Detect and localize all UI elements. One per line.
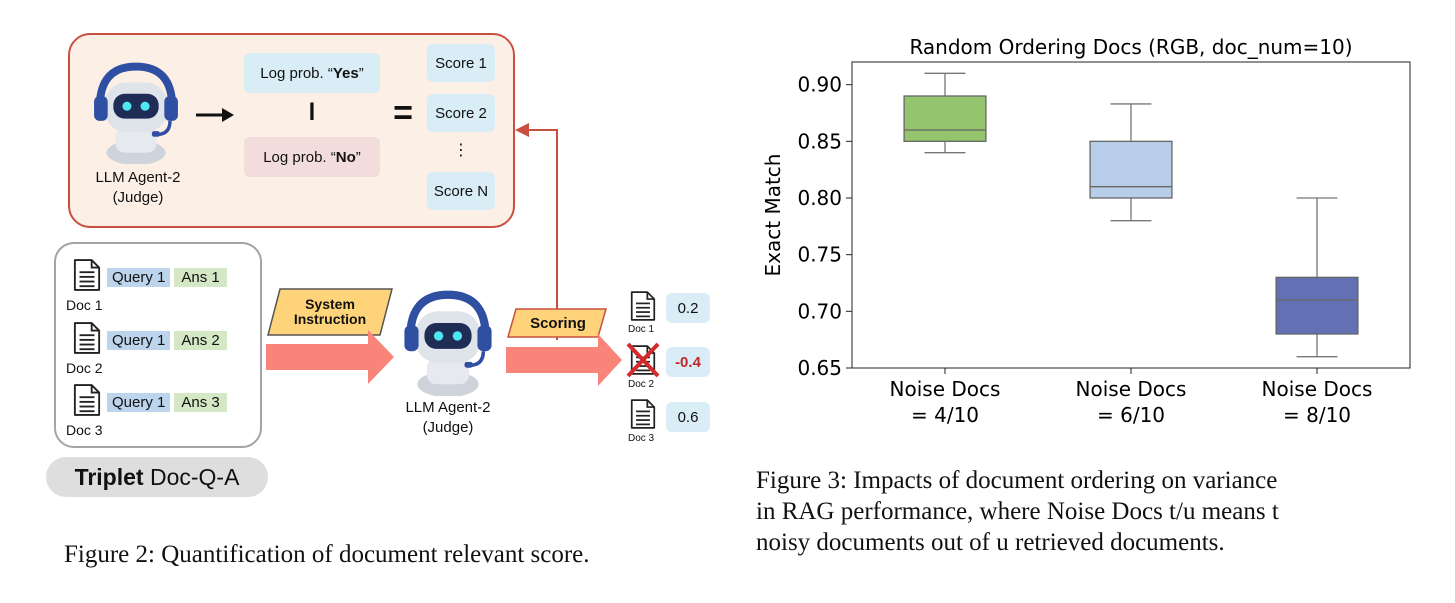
scoring-label: Scoring [530,314,586,332]
triplet-doc-label: Doc 1 [66,297,103,313]
score-2: Score 2 [427,94,495,132]
agent-label-middle: LLM Agent-2 (Judge) [386,398,510,438]
log-yes-suffix: ” [358,64,364,82]
document-icon [73,257,101,293]
triplet-doc-label: Doc 3 [66,422,103,438]
chart-title: Random Ordering Docs (RGB, doc_num=10) [909,35,1352,59]
document-icon [73,382,101,418]
log-yes-prefix: Log prob. “ [260,64,333,82]
x-tick-label-line: = 8/10 [1283,403,1351,427]
output-doc-label: Doc 3 [628,433,655,444]
y-axis-label: Exact Match [761,154,785,277]
x-tick-label: Noise Docs= 6/10 [1076,377,1187,427]
document-icon [73,320,101,356]
triplet-label-bold: Triplet [74,463,144,490]
agent-label-top: LLM Agent-2 (Judge) [78,168,198,208]
log-prob-yes: Log prob. “Yes” [244,53,380,93]
robot-icon [90,62,182,164]
triplet-row: Query 1 Ans 1 [107,268,227,287]
caption-line: Figure 3: Impacts of document ordering o… [756,467,1278,494]
equals-symbol: = [393,94,413,132]
box-iqr [1089,140,1173,199]
answer-tag: Ans 2 [174,331,227,350]
y-tick-label: 0.65 [797,356,842,380]
system-instruction-label: System Instruction [293,295,367,327]
score-ellipsis: ⋮ [453,142,469,159]
output-arrow [506,334,622,386]
query-tag: Query 1 [107,331,171,350]
x-tick-label-line: = 6/10 [1097,403,1165,427]
y-tick-label: 0.70 [797,299,842,323]
x-tick-label-line: Noise Docs [1262,377,1373,401]
box-iqr [903,95,987,142]
y-tick-label: 0.75 [797,243,842,267]
output-score-negative: -0.4 [666,347,710,377]
x-tick-label-line: Noise Docs [890,377,1001,401]
triplet-row: Query 1 Ans 2 [107,331,227,350]
x-tick-label-line: = 4/10 [911,403,979,427]
score-n: Score N [427,172,495,210]
answer-tag: Ans 1 [174,268,227,287]
triplet-row: Query 1 Ans 3 [107,393,227,412]
figure-2-caption: Figure 2: Quantification of document rel… [64,541,590,568]
agent-role: (Judge) [422,419,474,436]
divider-symbol: l [308,99,316,126]
log-no-prefix: Log prob. “ [263,148,336,166]
figure-3-caption: Figure 3: Impacts of document ordering o… [756,465,1410,558]
x-tick-label: Noise Docs= 8/10 [1262,377,1373,427]
output-score: 0.6 [666,402,710,432]
feedback-arrow [515,123,558,340]
query-tag: Query 1 [107,268,171,287]
query-tag: Query 1 [107,393,171,412]
caption-line: noisy documents out of u retrieved docum… [756,529,1225,556]
triplet-doc-label: Doc 2 [66,360,103,376]
box-plot-chart: Random Ordering Docs (RGB, doc_num=10) Ex… [761,35,1411,427]
y-tick-label: 0.85 [797,129,842,153]
document-icon [630,290,656,322]
box-iqr [1275,276,1359,335]
close-icon [626,342,660,378]
answer-tag: Ans 3 [174,393,227,412]
output-score: 0.2 [666,293,710,323]
y-tick-label: 0.90 [797,73,842,97]
input-arrow [266,330,394,384]
agent-name: LLM Agent-2 [405,399,491,416]
log-no-word: No [335,148,356,166]
score-1: Score 1 [427,44,495,82]
document-icon [630,398,656,430]
agent-role: (Judge) [112,189,164,206]
x-tick-label-line: Noise Docs [1076,377,1187,401]
output-doc-label: Doc 1 [628,324,655,335]
triplet-label-rest: Doc-Q-A [143,463,240,490]
triplet-label: Triplet Doc-Q-A [46,457,268,497]
log-no-suffix: ” [355,148,361,166]
y-tick-label: 0.80 [797,186,842,210]
robot-icon [400,290,496,396]
x-tick-label: Noise Docs= 4/10 [890,377,1001,427]
log-prob-no: Log prob. “No” [244,137,380,177]
caption-line: in RAG performance, where Noise Docs t/u… [756,498,1279,525]
log-yes-word: Yes [332,64,359,82]
agent-name: LLM Agent-2 [95,169,181,186]
output-doc-label: Doc 2 [628,379,655,390]
system-instruction-shape [267,288,393,336]
right-arrow-icon [196,108,234,122]
